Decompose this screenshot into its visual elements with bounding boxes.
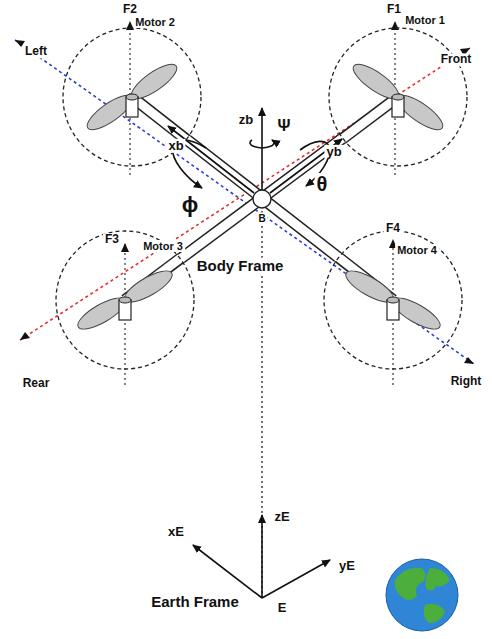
origin-label: E bbox=[276, 601, 289, 615]
force-label: F3 bbox=[103, 233, 121, 246]
direction-label: Left bbox=[23, 45, 49, 58]
angle-label: ϕ bbox=[180, 193, 201, 217]
axis-label: xb bbox=[166, 139, 185, 153]
axis-label: xE bbox=[166, 525, 186, 539]
frame-label: Earth Frame bbox=[149, 594, 241, 611]
direction-label: Rear bbox=[21, 377, 52, 390]
front-rear-axis bbox=[20, 48, 470, 340]
left-right-axis bbox=[15, 40, 474, 364]
axis-label: yE bbox=[337, 559, 357, 573]
axis-label: yb bbox=[324, 145, 343, 159]
earth-frame-axes bbox=[193, 515, 330, 598]
globe bbox=[386, 559, 458, 631]
direction-label: Right bbox=[449, 375, 484, 388]
arm-inner bbox=[125, 97, 398, 300]
force-label: F4 bbox=[384, 222, 402, 235]
dashed-circle bbox=[323, 230, 463, 370]
propeller bbox=[74, 265, 177, 335]
axis-label: zb bbox=[237, 113, 255, 127]
angle-label: Ψ bbox=[276, 117, 293, 135]
propeller bbox=[342, 265, 445, 335]
direction-label: Front bbox=[439, 53, 474, 66]
dashed-circle bbox=[328, 27, 468, 167]
propeller bbox=[83, 59, 182, 136]
axis-label: zE bbox=[272, 510, 291, 524]
propeller bbox=[349, 59, 448, 136]
angle-label: θ bbox=[315, 173, 330, 195]
frame-label: Body Frame bbox=[195, 258, 286, 275]
motor-label: Motor 3 bbox=[141, 240, 185, 252]
force-label: F2 bbox=[121, 3, 139, 16]
hub bbox=[253, 190, 271, 208]
motor-circle: Motor 3 bbox=[55, 230, 195, 370]
force-label: F1 bbox=[385, 3, 403, 16]
motor-circle: Motor 1 bbox=[328, 27, 468, 167]
motor-label: Motor 4 bbox=[395, 244, 439, 256]
motor-label: Motor 1 bbox=[403, 14, 447, 26]
motor-circle: Motor 4 bbox=[323, 230, 463, 370]
origin-label: B bbox=[256, 213, 267, 224]
motor-label: Motor 2 bbox=[133, 16, 177, 28]
